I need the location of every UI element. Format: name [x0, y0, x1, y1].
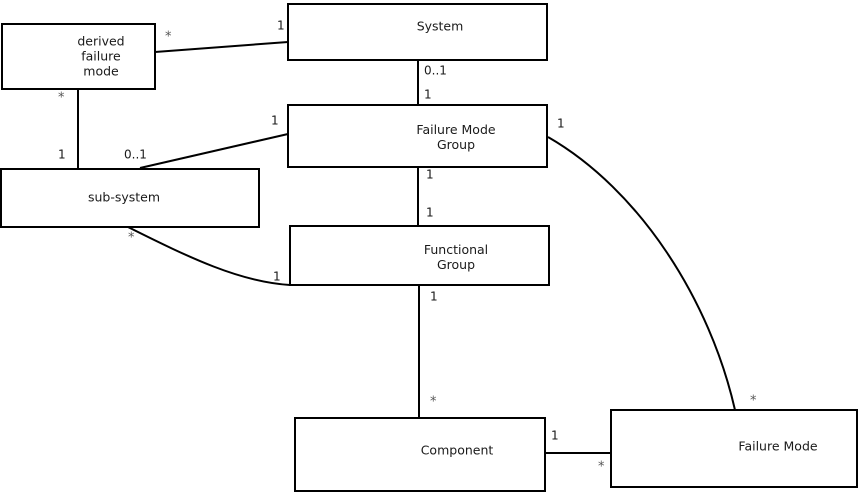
- association-derived-failure-mode--system: [154, 41, 289, 53]
- class-name-failure-mode-group: Failure Mode: [416, 122, 495, 137]
- multiplicity-system--failure-mode-group-from: 0..1: [424, 64, 447, 78]
- class-name-sub-system: sub-system: [88, 190, 160, 205]
- class-box-failure-mode[interactable]: Failure Mode: [610, 409, 858, 488]
- multiplicity-system--failure-mode-group-to: 1: [424, 88, 432, 102]
- multiplicity-failure-mode-group--failure-mode-to: *: [750, 394, 757, 409]
- association-sub-system--failure-mode-group: [139, 133, 289, 169]
- class-name-component: Component: [421, 443, 494, 458]
- class-name-system: System: [417, 19, 464, 34]
- class-box-rect-sub-system[interactable]: [0, 168, 260, 228]
- class-box-rect-failure-mode-group[interactable]: [287, 104, 548, 168]
- class-name-failure-mode: Failure Mode: [738, 439, 817, 454]
- multiplicity-sub-system--failure-mode-group-from: 0..1: [124, 148, 147, 162]
- multiplicity-sub-system--functional-group-to: 1: [273, 270, 281, 284]
- multiplicity-functional-group--component-from: 1: [430, 290, 438, 304]
- multiplicity-failure-mode-group--functional-group-to: 1: [426, 206, 434, 220]
- multiplicity-derived-failure-mode--sub-system-to: 1: [58, 148, 66, 162]
- class-name-failure-mode-group: Group: [437, 137, 475, 152]
- multiplicity-component--failure-mode-from: 1: [551, 429, 559, 443]
- multiplicity-functional-group--component-to: *: [430, 395, 437, 410]
- class-box-rect-derived-failure-mode[interactable]: [1, 23, 156, 90]
- class-box-system[interactable]: System: [287, 3, 548, 61]
- multiplicity-derived-failure-mode--sub-system-from: *: [58, 91, 65, 106]
- class-name-derived-failure-mode: failure: [81, 49, 121, 64]
- class-box-rect-component[interactable]: [294, 417, 546, 492]
- association-sub-system--functional-group: [127, 226, 291, 286]
- association-layer: [77, 41, 736, 454]
- class-box-component[interactable]: Component: [294, 417, 546, 492]
- class-box-rect-functional-group[interactable]: [289, 225, 550, 286]
- multiplicity-derived-failure-mode--system-from: *: [165, 30, 172, 45]
- class-name-derived-failure-mode: derived: [77, 34, 124, 49]
- multiplicity-sub-system--failure-mode-group-to: 1: [271, 114, 279, 128]
- multiplicity-layer: * 1 0..1 1 * 1 0..1 1 1 1 * 1 1 * 1 * 1 *: [58, 19, 757, 475]
- class-name-derived-failure-mode: mode: [83, 64, 119, 79]
- multiplicity-failure-mode-group--functional-group-from: 1: [426, 168, 434, 182]
- class-box-rect-failure-mode[interactable]: [610, 409, 858, 488]
- multiplicity-failure-mode-group--failure-mode-from: 1: [557, 117, 565, 131]
- multiplicity-sub-system--functional-group-from: *: [128, 231, 135, 246]
- association-failure-mode-group--failure-mode: [547, 136, 736, 411]
- class-box-sub-system[interactable]: sub-system: [0, 168, 260, 228]
- class-box-rect-system[interactable]: [287, 3, 548, 61]
- multiplicity-component--failure-mode-to: *: [598, 460, 605, 475]
- class-name-functional-group: Group: [437, 257, 475, 272]
- class-name-functional-group: Functional: [424, 242, 488, 257]
- multiplicity-derived-failure-mode--system-to: 1: [277, 19, 285, 33]
